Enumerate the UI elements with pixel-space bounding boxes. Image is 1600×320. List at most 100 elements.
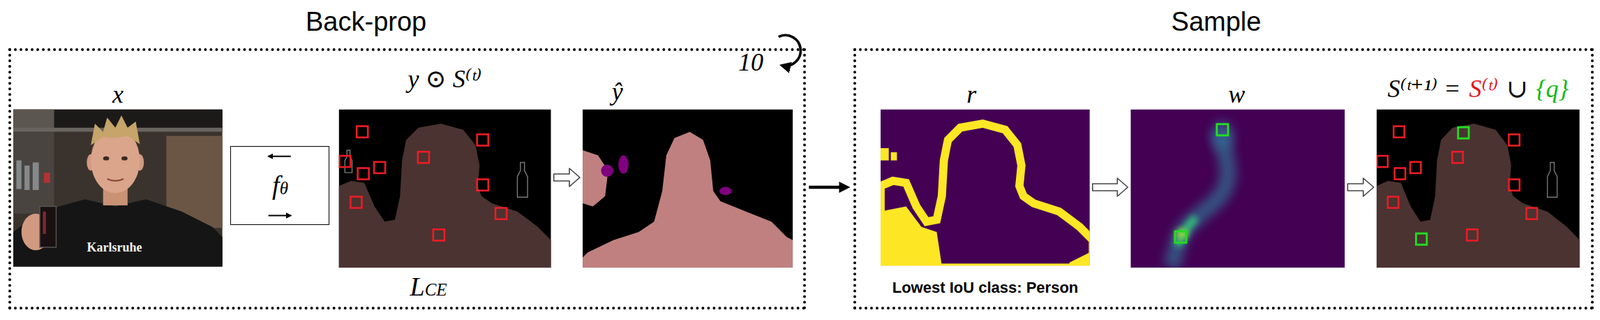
shelf-wall	[13, 131, 54, 214]
person-region	[339, 123, 552, 268]
equation-term: S⁽ᵗ⁺¹⁾ =	[1387, 75, 1461, 104]
sample-square	[1452, 151, 1463, 163]
bottle	[16, 160, 21, 190]
background	[1130, 108, 1345, 268]
sampling-weight-map: w	[1130, 108, 1345, 268]
flow-arrow	[808, 181, 850, 193]
error-content	[880, 108, 1090, 266]
new-sample-square	[1175, 230, 1187, 243]
forward-arrow	[268, 214, 291, 217]
labelled-pixels	[339, 126, 507, 241]
eye	[103, 156, 110, 161]
sample-square	[1466, 228, 1478, 241]
person-prediction	[582, 150, 609, 206]
equation-term: {q}	[1535, 75, 1569, 104]
weight-content	[1130, 108, 1345, 268]
class-note: Lowest IoU class: Person	[892, 279, 1079, 296]
text-group: w	[1228, 80, 1245, 109]
can	[43, 172, 51, 183]
bottle-outline	[1547, 162, 1558, 198]
image-label: x	[112, 80, 124, 109]
image-label: w	[1228, 80, 1245, 109]
error-map: rLowest IoU class: Person	[880, 108, 1090, 266]
weight-glow	[1171, 131, 1229, 268]
bottle-prediction	[618, 154, 629, 174]
updated-label-image	[1376, 108, 1580, 268]
hollow-arrow-shape	[1347, 177, 1374, 197]
iteration-count: 10	[738, 48, 764, 77]
panel-title: Back-prop	[305, 7, 427, 37]
labelled-pixels	[1376, 126, 1538, 241]
text-group: LCE	[410, 272, 448, 302]
photo-background	[13, 108, 223, 266]
bottle	[32, 162, 40, 190]
arrow-shaft	[808, 185, 841, 190]
hollow-arrow-shape	[554, 168, 580, 187]
error-region	[1069, 251, 1090, 266]
backward-arrow	[268, 155, 291, 157]
person-region	[1376, 123, 1580, 268]
prediction-map: ŷ	[582, 108, 793, 268]
sample-square	[374, 161, 386, 174]
new-sample-square	[1458, 126, 1469, 139]
hollow-arrow-shape	[1092, 177, 1129, 197]
text-group: fθ	[272, 170, 289, 201]
arrow-head	[839, 181, 851, 193]
bottle-prediction	[600, 163, 614, 177]
hair	[90, 115, 140, 145]
panel-title: Sample	[1171, 7, 1262, 37]
glass	[39, 205, 56, 247]
sample-square	[1393, 126, 1404, 138]
sample-square	[1394, 168, 1406, 180]
sparse-label-content	[339, 108, 552, 268]
image-label: r	[966, 80, 977, 109]
sample-panel: SamplerLowest IoU class: PersonwS⁽ᵗ⁺¹⁾ =…	[853, 48, 1595, 310]
error-image	[880, 108, 1093, 268]
glass-reflection	[42, 211, 46, 234]
bottle-outline	[517, 162, 528, 198]
backprop-panel: Back-propxfθy ⊙ S⁽ᵗ⁾LCEŷ	[8, 48, 807, 310]
text-group: r	[966, 80, 977, 109]
sample-square	[1508, 179, 1520, 191]
sample-square	[1376, 155, 1388, 167]
text-group: Back-prop	[305, 7, 427, 37]
sample-square	[1526, 207, 1538, 220]
weight-image	[1130, 108, 1345, 268]
person-prediction	[582, 131, 793, 268]
error-band	[880, 123, 1090, 266]
sample-square	[357, 168, 370, 180]
eye	[121, 156, 128, 161]
new-samples	[1175, 124, 1229, 243]
background	[582, 108, 793, 268]
prediction-image	[582, 108, 793, 268]
equation-term: S⁽ᵗ⁾	[1468, 75, 1499, 104]
label-holder: Karlsruhe	[87, 240, 143, 255]
updated-label-map: S⁽ᵗ⁺¹⁾ =S⁽ᵗ⁾∪{q}	[1376, 108, 1580, 268]
network-box: fθ	[230, 145, 330, 225]
image-label: ŷ	[611, 78, 624, 107]
sample-square	[339, 155, 351, 167]
input-photo	[13, 108, 223, 266]
new-samples	[1415, 126, 1469, 245]
hollow-arrow	[1347, 177, 1374, 197]
image-label: y ⊙ S⁽ᵗ⁾	[408, 65, 483, 94]
error-region	[880, 205, 942, 266]
hoodie	[13, 198, 223, 267]
bottle-prediction	[719, 187, 732, 196]
background	[1376, 108, 1580, 268]
ceiling-light	[13, 108, 54, 130]
sample-square	[1508, 133, 1520, 146]
text-group: Sample	[1171, 7, 1262, 37]
sample-square	[495, 207, 507, 220]
new-sample-square	[1415, 233, 1427, 245]
error-region	[880, 147, 889, 161]
updated-label-content	[1376, 108, 1580, 268]
bottle	[24, 165, 30, 190]
text-group: Lowest IoU class: Person	[892, 279, 1079, 296]
shirt-print: Karlsruhe	[87, 240, 143, 255]
error-region	[891, 152, 898, 161]
network-label: fθ	[272, 170, 289, 201]
union-symbol: ∪	[1506, 75, 1528, 104]
text-group: ŷ	[611, 78, 624, 107]
